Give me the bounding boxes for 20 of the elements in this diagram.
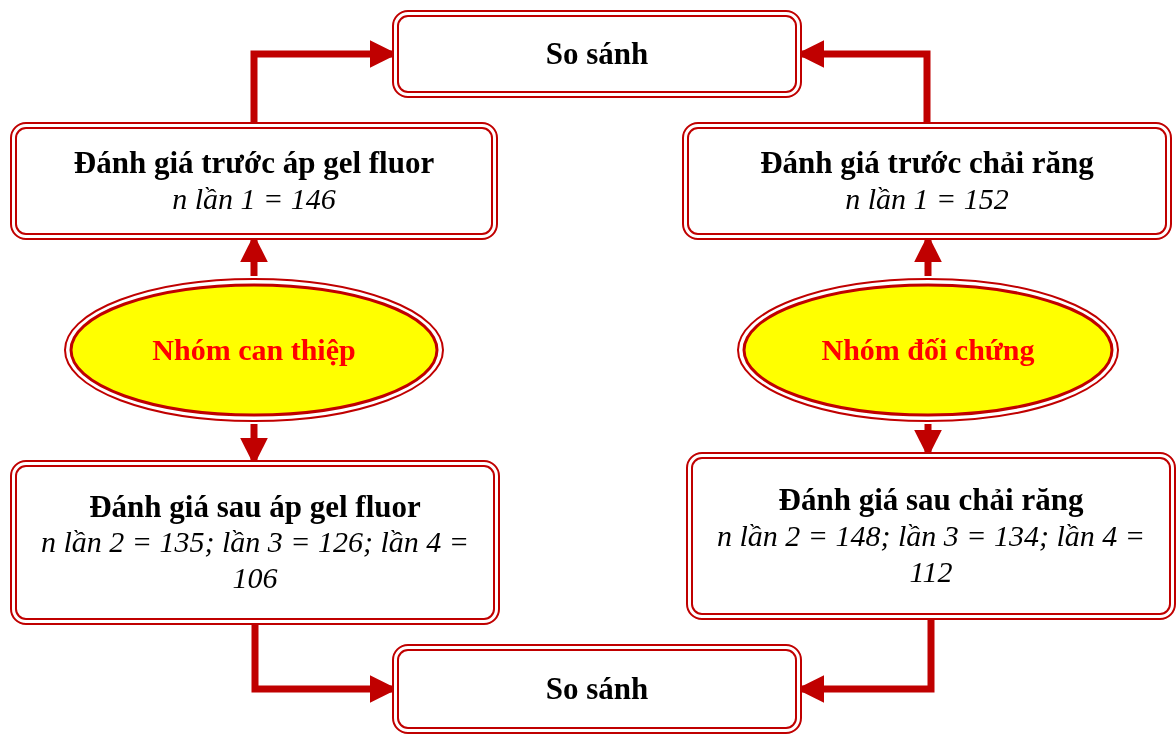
- node-title: Đánh giá trước áp gel fluor: [73, 145, 435, 181]
- process-box: [682, 122, 1172, 240]
- process-box: [10, 460, 500, 625]
- group-ellipse: [62, 276, 446, 424]
- process-box: [392, 10, 802, 98]
- node-title: So sánh: [545, 671, 649, 707]
- process-box: [392, 644, 802, 734]
- node-title: Đánh giá sau áp gel fluor: [89, 488, 421, 525]
- count-text: n lần 1 = 152: [845, 180, 1009, 217]
- count-text: n lần 2 = 135; lần 3 = 126; lần 4 = 106: [39, 524, 471, 597]
- process-box: [686, 452, 1176, 620]
- process-box: [10, 122, 498, 240]
- node-title: Đánh giá sau chải răng: [778, 482, 1084, 518]
- count-text: n lần 1 = 146: [172, 180, 336, 217]
- count-text: n lần 2 = 148; lần 3 = 134; lần 4 = 112: [715, 517, 1147, 590]
- node-title: Đánh giá trước chải răng: [760, 145, 1094, 181]
- node-title: Nhóm đối chứng: [821, 332, 1035, 368]
- node-title: So sánh: [545, 36, 649, 72]
- node-title: Nhóm can thiệp: [152, 332, 356, 368]
- group-ellipse: [735, 276, 1121, 424]
